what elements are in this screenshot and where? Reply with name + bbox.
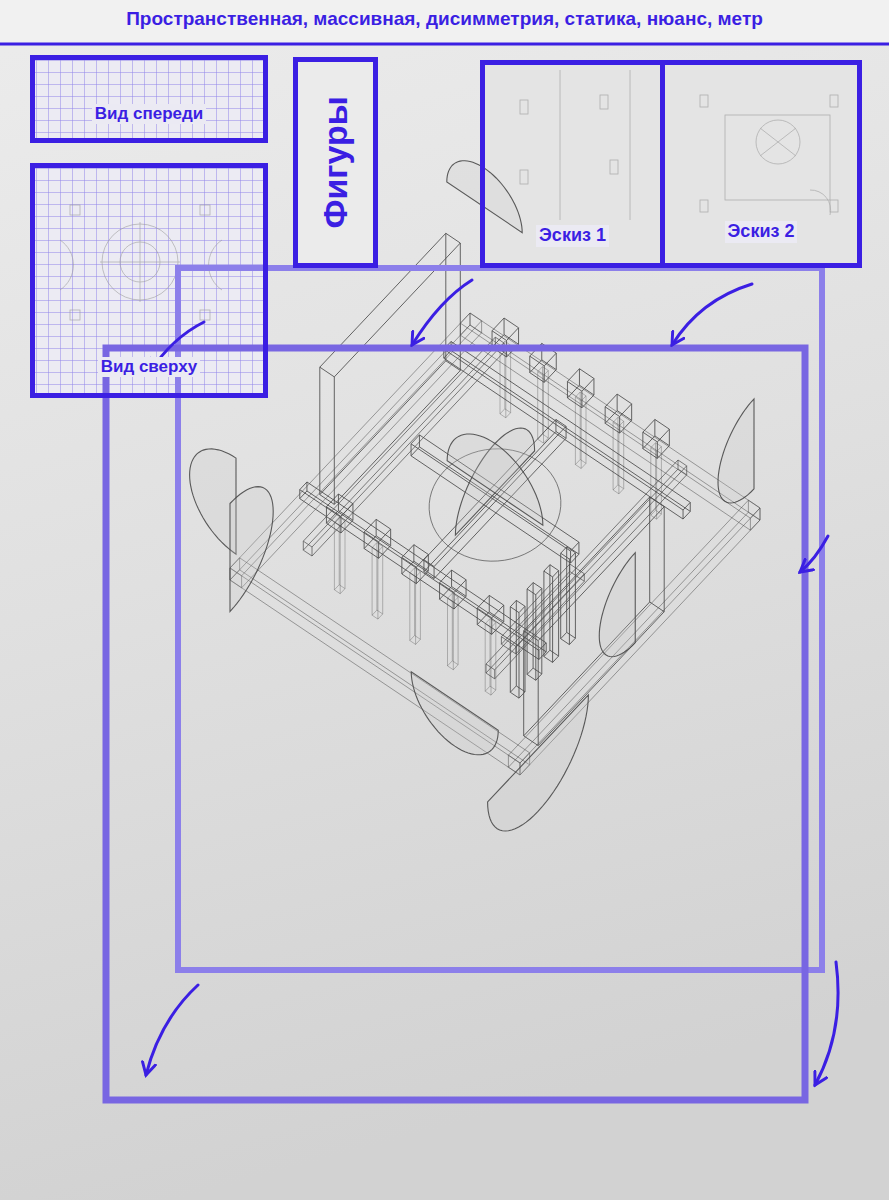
box-label: Эскиз 2 [725,221,798,243]
frame-dark [106,348,805,1100]
pencil-line [411,672,498,755]
pencil-line [424,419,566,578]
pencil-line [230,487,273,612]
title-band [0,0,889,44]
pencil-line [230,558,530,775]
arrow [412,280,472,345]
label-box: Эскиз 1 [480,60,665,268]
title-rule [0,43,889,46]
panel-ground [483,63,859,265]
box-label: Вид сверху [98,357,201,377]
pencil-line [372,543,383,620]
pencil-line [500,341,511,418]
pencil-line [488,695,589,831]
frame-light [178,268,822,970]
pencil-line [508,500,760,775]
box-label: Эскиз 1 [536,225,609,247]
pencil-line [448,593,459,670]
pencil-line [300,482,546,660]
pencil-line [544,565,559,663]
vertical-label: Фигуры [315,93,356,231]
pencil-line [527,583,542,681]
pencil-line [538,367,549,444]
label-box: Фигуры [293,57,378,268]
label-box: Вид сверху [30,163,268,398]
label-box: Вид спереди [30,55,268,143]
pencil-line [510,600,525,698]
grid [32,165,266,396]
page-title: Пространственная, массивная, дисимметрия… [0,8,889,30]
label-box: Эскиз 2 [660,60,862,268]
arrow [672,284,752,345]
pencil-line [411,435,579,563]
pencil-line [651,443,662,520]
arrow [815,962,838,1085]
faint-sketch [520,70,838,220]
pencil-line [501,564,584,654]
pencil-line [334,517,345,594]
arrow [800,536,828,572]
grid-ground [32,57,266,141]
faint-sketch [60,205,222,320]
pencil-line [447,434,543,525]
grid [32,57,266,141]
box-label: Вид спереди [92,104,207,124]
pencil-drawing [190,161,760,831]
pencil-line [575,392,586,469]
arrow [146,985,198,1075]
pencil-line [320,233,461,504]
grid-ground [32,165,266,396]
pencil-line [190,449,236,554]
pencil-line [599,553,635,657]
pencil-line [613,417,624,494]
pencil-line [485,619,496,696]
arrows [146,280,838,1085]
pencil-line [410,568,421,645]
pencil-line [718,399,754,503]
panel-ground [296,60,375,265]
